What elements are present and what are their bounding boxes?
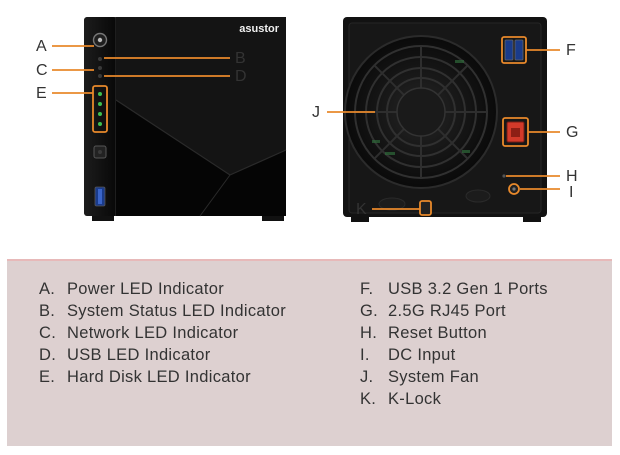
- callout-J: J: [312, 104, 320, 121]
- callout-K: K: [356, 201, 367, 218]
- reset-button[interactable]: [502, 174, 506, 178]
- legend-label: K-Lock: [388, 390, 442, 408]
- callout-B: B: [235, 50, 246, 67]
- legend-key: I.: [360, 346, 370, 364]
- legend-key: E.: [39, 368, 56, 386]
- callout-I: I: [569, 184, 574, 201]
- product-diagram: asustor: [36, 17, 579, 222]
- legend-label: DC Input: [388, 346, 456, 364]
- legend-label: USB 3.2 Gen 1 Ports: [388, 280, 548, 298]
- hdd-led-2: [98, 102, 102, 106]
- rear-foot-left: [351, 214, 369, 222]
- front-door-edge-2: [199, 174, 231, 217]
- legend-key: C.: [39, 324, 57, 342]
- front-door-facet-bottom: [116, 100, 286, 216]
- legend-item: G. 2.5G RJ45 Port: [360, 302, 548, 324]
- front-unit: asustor: [84, 17, 287, 221]
- hdd-led-1: [98, 92, 102, 96]
- legend-item: A. Power LED Indicator: [39, 280, 286, 302]
- legend-label: 2.5G RJ45 Port: [388, 302, 506, 320]
- copy-button-dot: [98, 150, 102, 154]
- fan-pcb-glimpse: [372, 60, 470, 155]
- rear-usb-port-2[interactable]: [514, 39, 524, 61]
- front-control-strip: [84, 17, 116, 216]
- legend-key: F.: [360, 280, 374, 298]
- callout-D: D: [235, 68, 247, 85]
- legend-label: Hard Disk LED Indicator: [67, 368, 251, 386]
- legend-label: USB LED Indicator: [67, 346, 211, 364]
- legend-item: E. Hard Disk LED Indicator: [39, 368, 286, 390]
- legend-key: J.: [360, 368, 374, 386]
- network-led: [98, 66, 102, 70]
- legend-key: D.: [39, 346, 57, 364]
- legend-label: System Status LED Indicator: [67, 302, 287, 320]
- legend-label: Reset Button: [388, 324, 487, 342]
- callout-E: E: [36, 85, 47, 102]
- dc-input-pin: [512, 187, 516, 191]
- rear-usb-port-1[interactable]: [504, 39, 514, 61]
- brand-logo: asustor: [239, 23, 279, 35]
- hdd-led-4: [98, 122, 102, 126]
- legend-item: J. System Fan: [360, 368, 548, 390]
- legend-label: Network LED Indicator: [67, 324, 239, 342]
- power-led: [97, 37, 103, 43]
- legend-right-column: F. USB 3.2 Gen 1 Ports G. 2.5G RJ45 Port H…: [360, 280, 548, 412]
- legend-key: K.: [360, 390, 377, 408]
- front-foot-right: [262, 213, 284, 221]
- hdd-led-3: [98, 112, 102, 116]
- legend-item: C. Network LED Indicator: [39, 324, 286, 346]
- rj45-port-inner: [511, 128, 520, 137]
- legend-key: H.: [360, 324, 378, 342]
- hdd-led-highlight-box: [92, 85, 108, 133]
- legend-key: G.: [360, 302, 379, 320]
- callout-lines: [52, 45, 560, 210]
- k-lock-slot[interactable]: [419, 200, 432, 216]
- front-door-facet-top: [116, 17, 286, 175]
- legend-label: System Fan: [388, 368, 480, 386]
- system-status-led: [98, 57, 102, 61]
- callout-F: F: [566, 42, 576, 59]
- legend-panel: A. Power LED Indicator B. System Status LE…: [7, 259, 612, 446]
- front-usb-port-inner: [98, 189, 102, 204]
- usb-led: [98, 74, 102, 78]
- legend-left-column: A. Power LED Indicator B. System Status LE…: [39, 280, 286, 390]
- rear-foot-right: [523, 214, 541, 222]
- legend-label: Power LED Indicator: [67, 280, 225, 298]
- legend-item: K. K-Lock: [360, 390, 548, 412]
- callout-C: C: [36, 62, 48, 79]
- legend-item: D. USB LED Indicator: [39, 346, 286, 368]
- fan-hub: [396, 87, 446, 137]
- callout-H: H: [566, 168, 578, 185]
- front-foot-left: [92, 213, 114, 221]
- legend-key: B.: [39, 302, 56, 320]
- legend-item: I. DC Input: [360, 346, 548, 368]
- legend-item: H. Reset Button: [360, 324, 548, 346]
- rear-unit: [343, 17, 547, 222]
- legend-item: B. System Status LED Indicator: [39, 302, 286, 324]
- callout-A: A: [36, 38, 47, 55]
- callout-G: G: [566, 124, 579, 141]
- rear-foot-bump-1: [378, 197, 406, 211]
- nas-illustration: asustor: [52, 17, 560, 222]
- legend-key: A.: [39, 280, 56, 298]
- legend-item: F. USB 3.2 Gen 1 Ports: [360, 280, 548, 302]
- rear-foot-bump-2: [465, 189, 491, 203]
